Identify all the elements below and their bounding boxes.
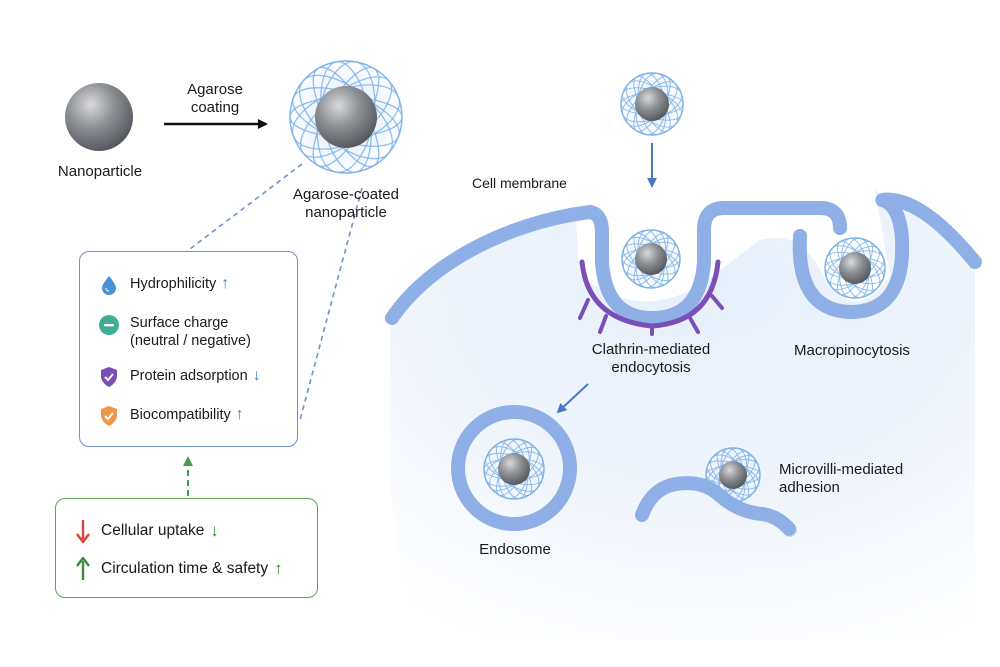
coating-arrow-label-line-2: coating	[190, 99, 240, 117]
coating-arrow-label-line-1: Agarose	[187, 81, 243, 98]
property-text-protein-adsorption: Protein adsorption	[130, 368, 248, 384]
property-row-hydrophilicity: Hydrophilicity↑	[80, 274, 229, 296]
up-arrow-icon	[76, 557, 90, 580]
shield-check-icon	[101, 406, 117, 426]
agarose-outline	[483, 438, 545, 500]
agarose-outline	[705, 447, 761, 503]
coated-label-line-2: nanoparticle	[305, 204, 387, 222]
outcome-row-circulation: Circulation time & safety ↑	[56, 557, 283, 581]
coated-nanoparticle-entering	[620, 72, 684, 136]
bare-nanoparticle	[65, 83, 133, 151]
outcome-text-cellular-uptake: Cellular uptake	[101, 522, 205, 539]
cell-cytoplasm	[390, 190, 975, 640]
property-text-hydrophilicity: Hydrophilicity	[130, 276, 217, 292]
property-text-surface-charge: Surface charge	[130, 315, 229, 331]
coated-nanoparticle-clathrin-pit	[621, 229, 681, 289]
endosome-label: Endosome	[479, 541, 551, 558]
outcome-text-circulation-safety: Circulation time & safety	[101, 560, 269, 577]
properties-panel: Hydrophilicity↑ Surface charge (neutral …	[79, 251, 298, 447]
microvilli-adhesion-label: Microvilli-mediated adhesion	[779, 461, 929, 498]
clathrin-label-line-1: Clathrin-mediated	[591, 341, 711, 358]
water-drop-icon	[102, 276, 116, 295]
agarose-outline	[824, 237, 886, 299]
endosome-arrow	[556, 383, 589, 414]
coated-nanoparticle-label: Agarose-coated nanoparticle	[280, 186, 412, 223]
microvilli-label-line-2: adhesion	[779, 479, 840, 497]
trend-up-arrow: ↑	[221, 275, 230, 292]
agarose-outline	[620, 72, 684, 136]
property-row-protein-adsorption: Protein adsorption↓	[80, 366, 261, 388]
nanoparticle-label: Nanoparticle	[57, 163, 143, 180]
coating-arrow-label: Agarose coating	[165, 81, 265, 118]
down-arrow-icon	[76, 520, 90, 543]
clathrin-endocytosis-label: Clathrin-mediated endocytosis	[576, 341, 726, 378]
coated-nanoparticle-macropinosome	[824, 237, 886, 299]
cell-membrane-bilayer	[385, 192, 982, 537]
coated-nanoparticle-microvilli	[705, 447, 761, 503]
callout-line-left	[185, 163, 303, 253]
property-row-biocompatibility: Biocompatibility↑	[80, 405, 244, 427]
trend-up-arrow: ↑	[274, 559, 283, 578]
property-row-surface-charge: Surface charge (neutral / negative)	[80, 314, 251, 350]
clathrin-label-line-2: endocytosis	[611, 359, 691, 377]
trend-down-arrow: ↓	[210, 521, 219, 540]
trend-down-arrow: ↓	[252, 367, 261, 384]
callout-line-right	[299, 187, 363, 421]
trend-up-arrow: ↑	[235, 406, 244, 423]
coated-nanoparticle-large	[288, 59, 404, 175]
agarose-outline	[289, 60, 403, 174]
macropinocytosis-label: Macropinocytosis	[794, 342, 910, 359]
minus-circle-icon	[99, 315, 119, 335]
shield-check-icon	[101, 367, 117, 387]
property-text-surface-charge-detail: (neutral / negative)	[130, 333, 251, 350]
property-text-biocompatibility: Biocompatibility	[130, 407, 231, 423]
outcomes-panel: Cellular uptake ↓ Circulation time & safe…	[55, 498, 318, 598]
clathrin-coat	[578, 259, 724, 336]
microvilli-label-line-1: Microvilli-mediated	[779, 461, 904, 478]
coated-nanoparticle-endosome	[483, 438, 545, 500]
outcome-row-cellular-uptake: Cellular uptake ↓	[56, 519, 219, 543]
cell-membrane-label: Cell membrane	[472, 175, 567, 191]
coated-label-line-1: Agarose-coated	[293, 186, 399, 203]
agarose-outline	[621, 229, 681, 289]
